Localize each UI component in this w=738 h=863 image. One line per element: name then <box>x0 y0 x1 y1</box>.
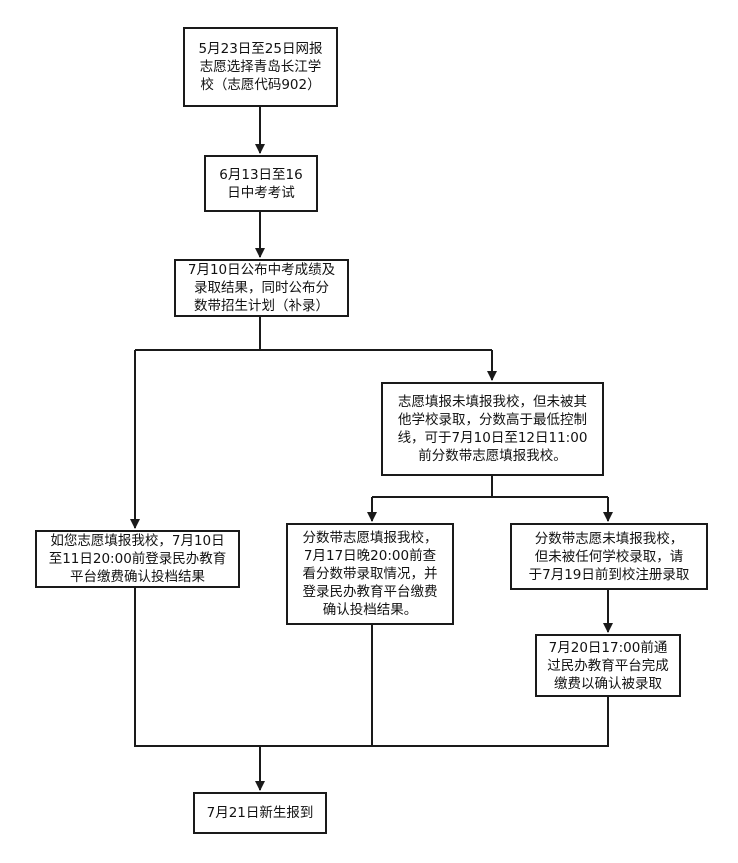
edge-notselected-split2 <box>372 476 608 498</box>
edge-selected-merge <box>134 588 260 747</box>
edge-bandfilled-merge <box>260 625 373 747</box>
node-entrance-exam: 6月13日至16 日中考考试 <box>204 155 318 212</box>
node-payment-confirmation: 7月20日17:00前通 过民办教育平台完成 缴费以确认被录取 <box>535 634 681 697</box>
edge-pay-merge <box>260 697 609 747</box>
node-not-selected-school: 志愿填报未填报我校，但未被其 他学校录取，分数高于最低控制 线，可于7月10日至… <box>381 382 604 476</box>
node-selected-school: 如您志愿填报我校，7月10日 至11日20:00前登录民办教育 平台缴费确认投档… <box>35 530 240 588</box>
node-band-not-selected: 分数带志愿未填报我校， 但未被任何学校录取，请 于7月19日前到校注册录取 <box>510 523 708 590</box>
node-results-announcement: 7月10日公布中考成绩及 录取结果，同时公布分 数带招生计划（补录） <box>174 259 349 317</box>
node-new-student-report: 7月21日新生报到 <box>193 792 327 834</box>
node-band-selected-school: 分数带志愿填报我校， 7月17日晚20:00前查 看分数带录取情况，并 登录民办… <box>286 523 454 625</box>
edge-results-split <box>135 317 492 351</box>
node-online-application: 5月23日至25日网报 志愿选择青岛长江学 校（志愿代码902） <box>183 27 338 107</box>
